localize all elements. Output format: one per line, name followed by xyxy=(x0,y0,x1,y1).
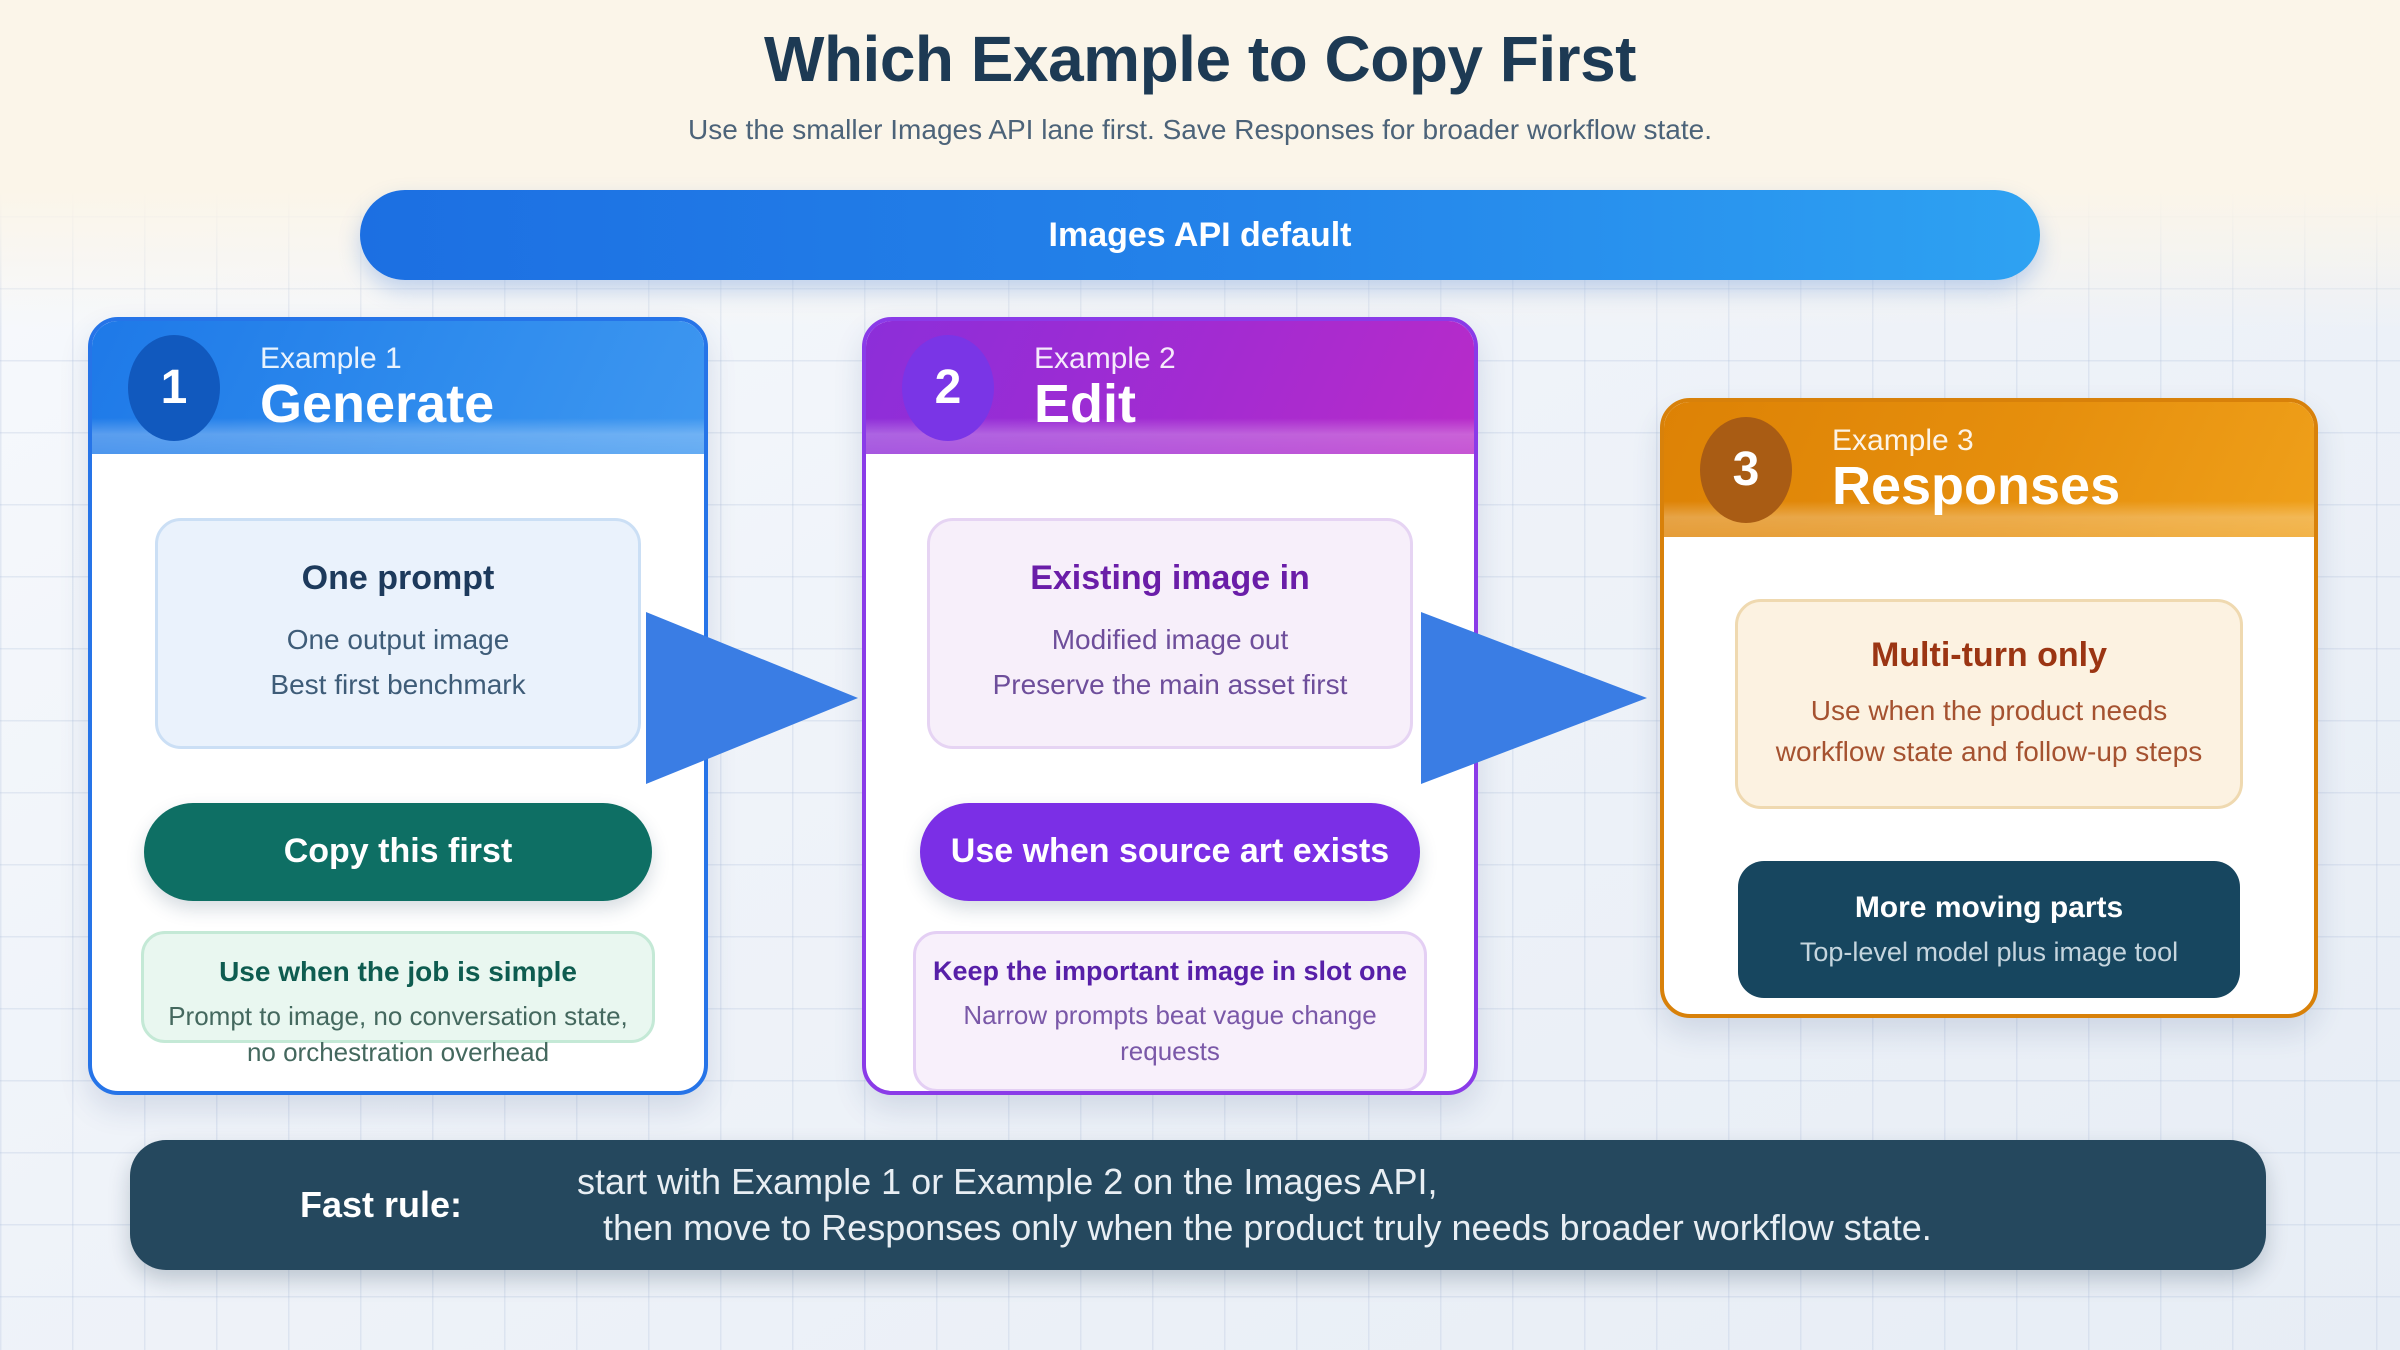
card-generate-header: 1 Example 1 Generate xyxy=(92,321,704,454)
card-responses: 3 Example 3 Responses Multi-turn only Us… xyxy=(1660,398,2318,1018)
note-heading: Use when the job is simple xyxy=(219,955,577,987)
card-responses-eyebrow: Example 3 xyxy=(1832,424,1974,458)
copy-this-first-pill[interactable]: Copy this first xyxy=(144,802,652,901)
images-api-default-banner[interactable]: Images API default xyxy=(360,190,2040,280)
dark-box-body: Top-level model plus image tool xyxy=(1799,937,2179,968)
card-edit-header: 2 Example 2 Edit xyxy=(866,321,1474,454)
card-responses-info-box: Multi-turn only Use when the product nee… xyxy=(1735,599,2243,810)
card-generate-info-box: One prompt One output image Best first b… xyxy=(155,518,641,749)
card-generate-body: One prompt One output image Best first b… xyxy=(92,454,704,1067)
use-when-source-art-exists-pill[interactable]: Use when source art exists xyxy=(920,802,1420,901)
card-edit: 2 Example 2 Edit Existing image in Modif… xyxy=(862,317,1478,1095)
banner-label: Images API default xyxy=(1048,215,1352,254)
note-heading: Keep the important image in slot one xyxy=(932,955,1408,986)
info-heading: Multi-turn only xyxy=(1870,636,2108,674)
badge-2: 2 xyxy=(902,334,994,441)
fast-rule-line2: then move to Responses only when the pro… xyxy=(603,1207,1932,1248)
fast-rule-bar: Fast rule: start with Example 1 or Examp… xyxy=(130,1140,2266,1270)
card-responses-header: 3 Example 3 Responses xyxy=(1664,402,2314,537)
badge-1: 1 xyxy=(128,334,220,441)
card-generate-eyebrow: Example 1 xyxy=(260,342,402,376)
card-responses-headings: Example 3 Responses xyxy=(1832,424,2120,515)
more-moving-parts-box: More moving parts Top-level model plus i… xyxy=(1738,861,2240,999)
card-generate-title: Generate xyxy=(260,374,495,435)
page-subtitle: Use the smaller Images API lane first. S… xyxy=(687,114,1712,145)
card-generate-note-box: Use when the job is simple Prompt to ima… xyxy=(141,930,655,1067)
card-responses-body: Multi-turn only Use when the product nee… xyxy=(1664,537,2314,999)
info-body: Use when the product needs workflow stat… xyxy=(1775,695,2203,767)
info-line: Modified image out xyxy=(1051,624,1289,655)
note-body: Narrow prompts beat vague change request… xyxy=(963,999,1377,1066)
info-line: One output image xyxy=(286,624,510,655)
fast-rule-label: Fast rule: xyxy=(300,1184,463,1225)
card-generate-headings: Example 1 Generate xyxy=(260,342,494,433)
card-edit-eyebrow: Example 2 xyxy=(1034,342,1176,376)
badge-3: 3 xyxy=(1700,416,1792,523)
card-edit-headings: Example 2 Edit xyxy=(1034,342,1176,433)
card-responses-title: Responses xyxy=(1832,456,2121,517)
fast-rule-line1: start with Example 1 or Example 2 on the… xyxy=(577,1161,1438,1202)
info-heading: One prompt xyxy=(301,559,495,597)
card-generate: 1 Example 1 Generate One prompt One outp… xyxy=(88,317,708,1095)
info-heading: Existing image in xyxy=(1030,559,1310,597)
card-edit-info-box: Existing image in Modified image out Pre… xyxy=(927,518,1413,749)
dark-box-heading: More moving parts xyxy=(1854,891,2124,925)
info-line: Best first benchmark xyxy=(270,668,526,700)
card-edit-body: Existing image in Modified image out Pre… xyxy=(866,454,1474,1091)
card-edit-note-box: Keep the important image in slot one Nar… xyxy=(913,930,1427,1091)
note-body: Prompt to image, no conversation state, … xyxy=(168,1000,628,1067)
page-title: Which Example to Copy First xyxy=(764,23,1636,95)
info-line: Preserve the main asset first xyxy=(992,668,1348,700)
fast-rule-text: start with Example 1 or Example 2 on the… xyxy=(577,1161,1932,1249)
card-edit-title: Edit xyxy=(1034,374,1136,435)
